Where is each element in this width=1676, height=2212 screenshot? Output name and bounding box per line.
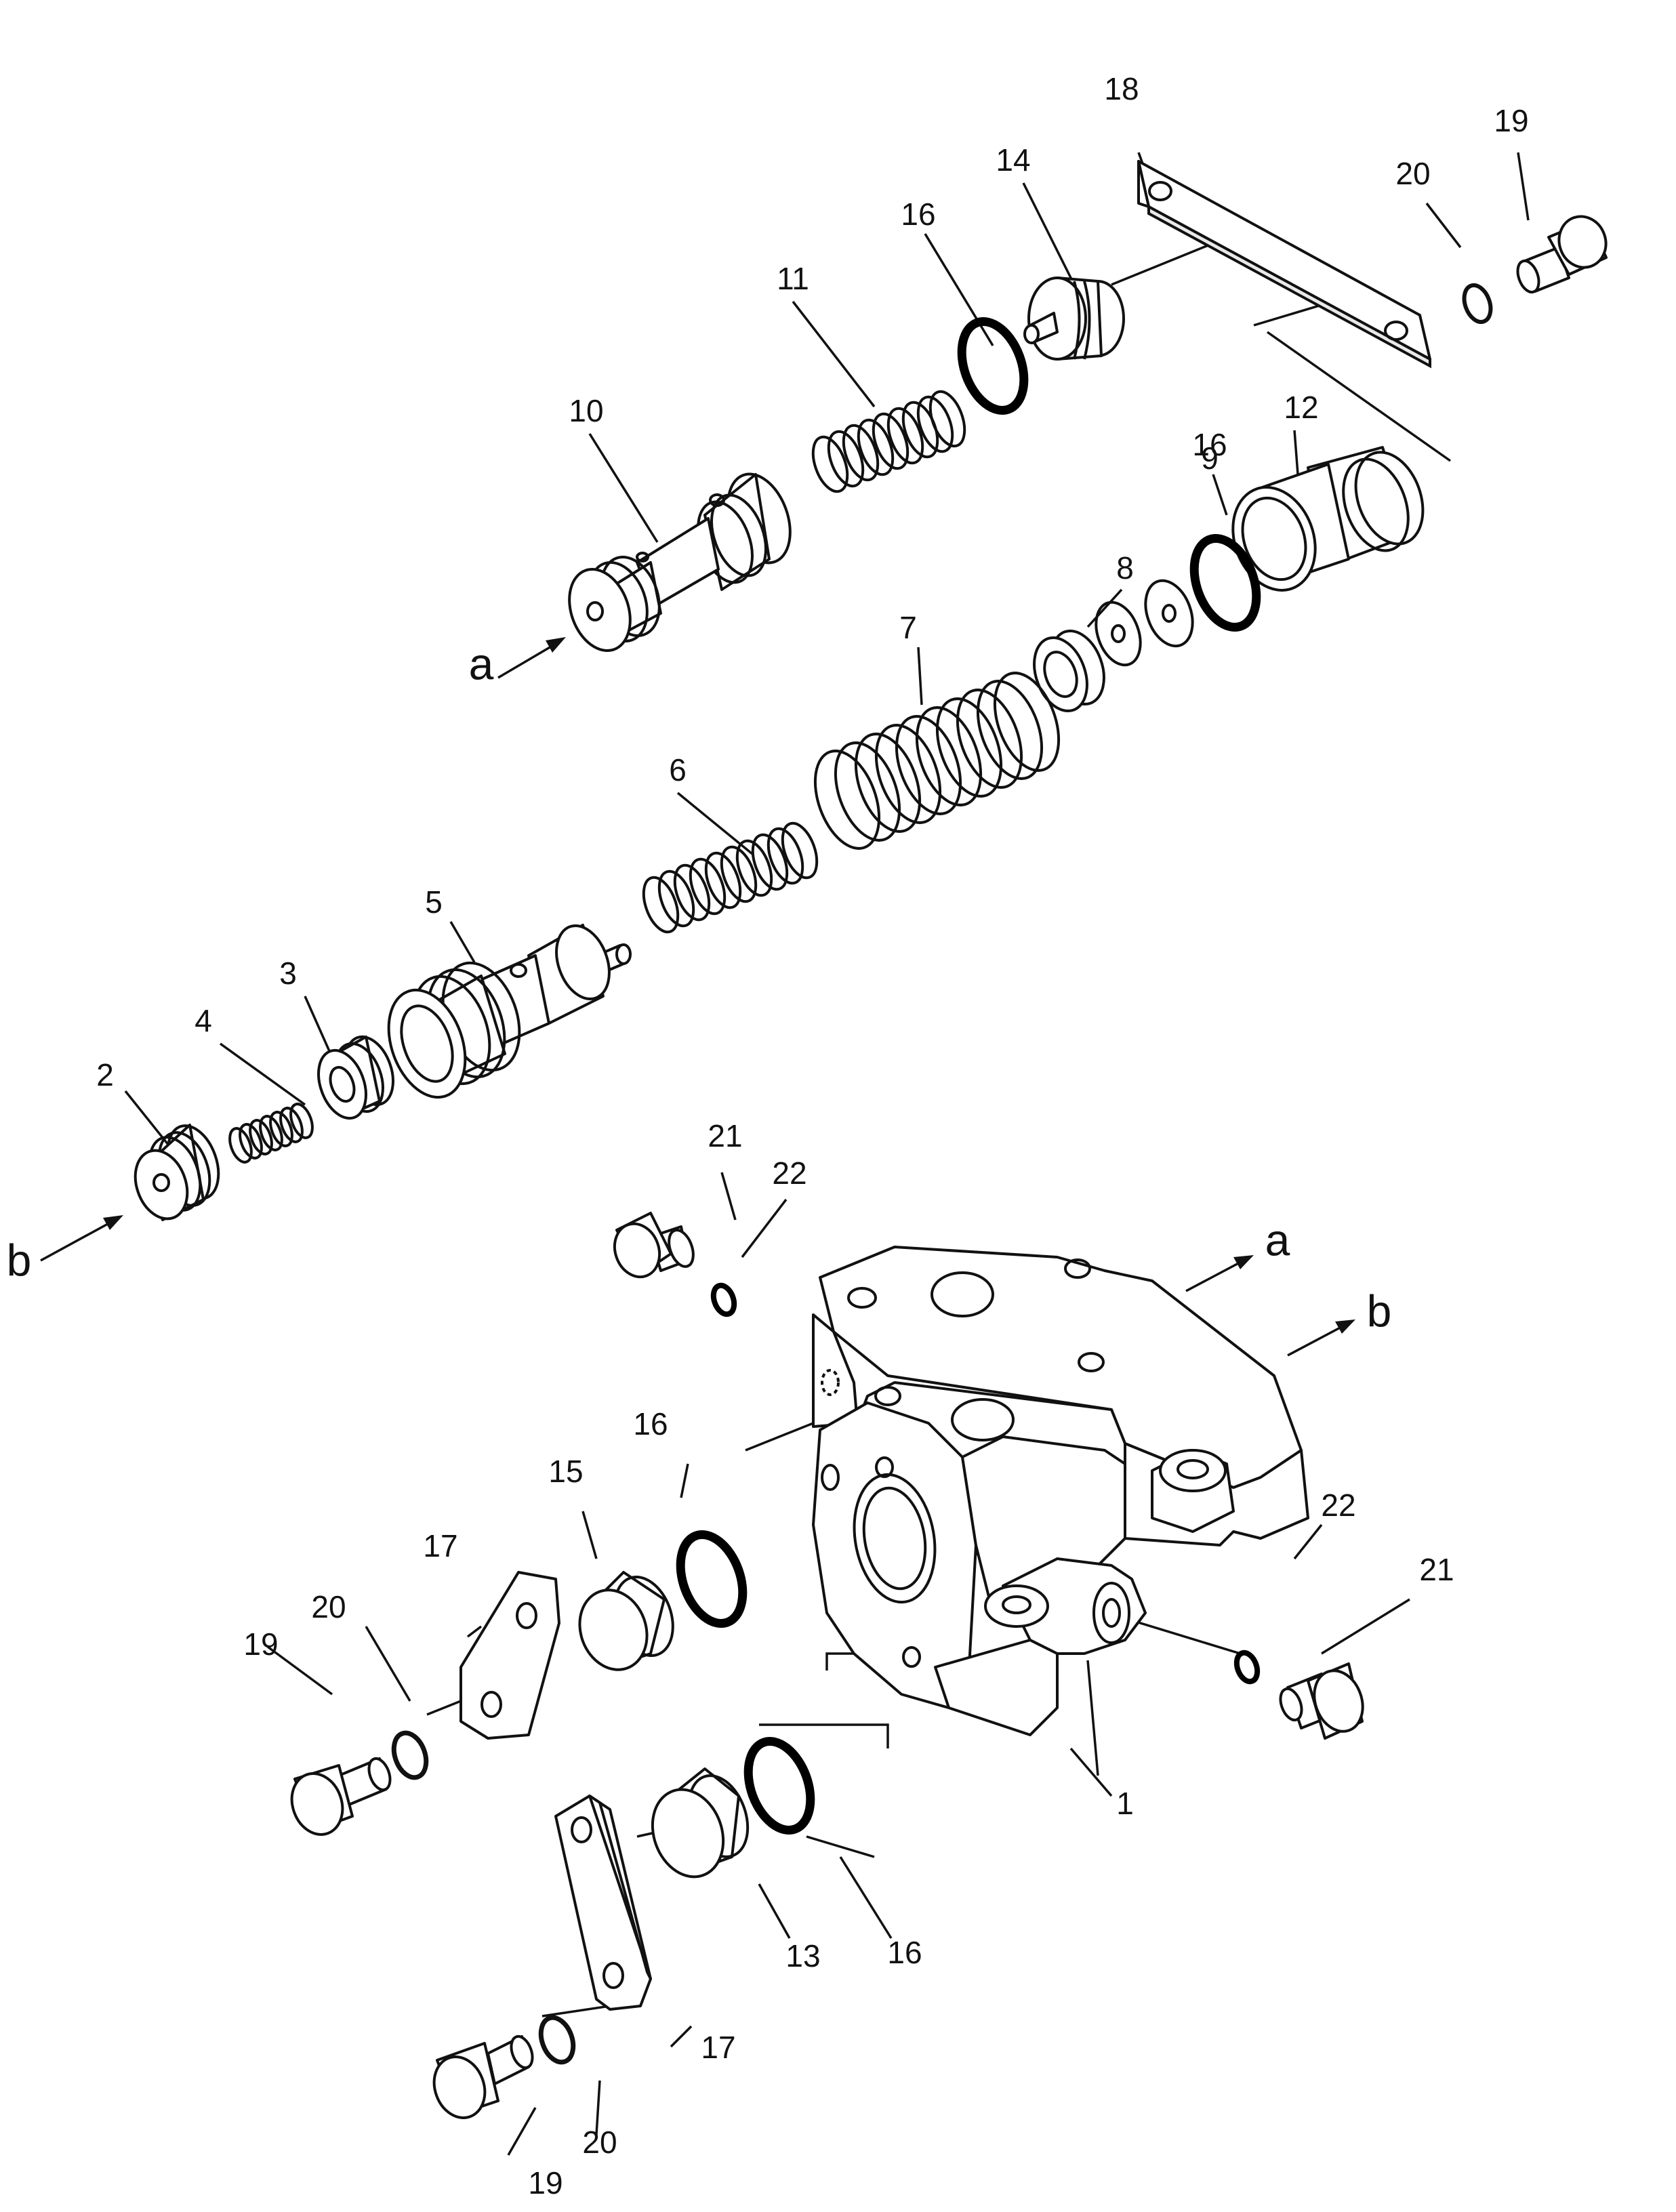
flow-arrows: [40, 637, 1355, 1357]
callout-16-bottom: 16: [887, 1935, 922, 1970]
part-16-oring-left: [676, 1530, 748, 1628]
part-22-oring-top: [710, 1282, 737, 1317]
part-7-spring: [813, 672, 1061, 850]
callout-7: 7: [899, 610, 917, 645]
part-9-washers: [1095, 579, 1194, 667]
callout-17-top: 17: [423, 1528, 457, 1563]
callout-9: 9: [1201, 441, 1219, 476]
callout-labels: 1 2 3 4 5 6 7 8 9 10 11 12 13 14 15 16 1…: [7, 71, 1529, 2200]
callout-2: 2: [96, 1057, 114, 1092]
callout-20-top: 20: [1395, 156, 1430, 191]
callout-19-left: 19: [243, 1626, 278, 1662]
callout-20-bottom: 20: [582, 2125, 617, 2160]
callout-16-top: 16: [901, 197, 935, 232]
callout-1: 1: [1116, 1786, 1134, 1821]
part-19-bolt-left: [290, 1757, 392, 1836]
part-22-oring-right: [1233, 1650, 1261, 1685]
callout-15: 15: [548, 1454, 583, 1489]
part-4-spring: [228, 1103, 314, 1164]
callout-19-bottom: 19: [528, 2165, 563, 2200]
callout-17-bottom: 17: [701, 2030, 735, 2065]
callout-16-mid: 16: [1192, 427, 1227, 462]
callout-8: 8: [1116, 550, 1134, 586]
part-20-washer-bottom: [538, 2015, 576, 2065]
part-16-oring-top: [957, 317, 1029, 415]
part-20-washer-left: [391, 1730, 429, 1780]
callout-18: 18: [1104, 71, 1139, 106]
flow-marker-b-out: b: [1367, 1286, 1392, 1336]
callout-13: 13: [785, 1938, 820, 1973]
callout-21-top: 21: [708, 1118, 742, 1153]
callout-16-left: 16: [633, 1406, 668, 1441]
part-16-oring-mid: [1189, 534, 1261, 632]
leader-lines: [124, 152, 1530, 2156]
callout-11: 11: [777, 261, 809, 296]
flow-marker-b-in: b: [7, 1235, 32, 1285]
part-13-plug: [651, 1767, 750, 1879]
callout-10: 10: [569, 393, 603, 428]
callout-22-right: 22: [1321, 1488, 1355, 1523]
part-6-spring: [642, 821, 819, 934]
part-8-collar: [1033, 629, 1105, 713]
callout-20-left: 20: [311, 1589, 346, 1624]
part-19-bolt-top: [1516, 215, 1608, 294]
part-18-plate: [1137, 160, 1431, 369]
callout-5: 5: [425, 884, 443, 920]
callout-4: 4: [195, 1003, 212, 1038]
part-1-valve-body: [812, 1246, 1309, 1736]
callout-12: 12: [1284, 390, 1318, 425]
part-21-bolt-top: [613, 1212, 695, 1279]
part-21-bolt-right: [1279, 1662, 1364, 1740]
flow-marker-a-out: a: [1265, 1214, 1290, 1265]
part-14-plug: [1023, 276, 1125, 361]
part-17-plate-top: [459, 1571, 560, 1740]
part-19-bolt-bottom: [432, 2034, 534, 2119]
part-17-plate-bottom: [554, 1795, 652, 2011]
callout-3: 3: [279, 956, 297, 991]
part-2-plug: [134, 1124, 220, 1221]
callout-19-top: 19: [1494, 103, 1528, 138]
part-12-sleeve: [1231, 446, 1425, 592]
callout-21-right: 21: [1419, 1552, 1454, 1587]
part-3-collar: [317, 1035, 394, 1120]
part-20-washer-top: [1462, 283, 1493, 325]
part-5-main-spool: [387, 924, 632, 1099]
flow-marker-a-in: a: [469, 638, 494, 689]
callout-22-top: 22: [772, 1155, 806, 1191]
callout-14: 14: [996, 142, 1030, 178]
part-15-plug: [578, 1571, 674, 1671]
part-10-spool: [568, 472, 792, 653]
part-16-oring-bottom: [743, 1737, 815, 1835]
callout-6: 6: [669, 752, 687, 787]
part-11-spring: [811, 390, 966, 493]
